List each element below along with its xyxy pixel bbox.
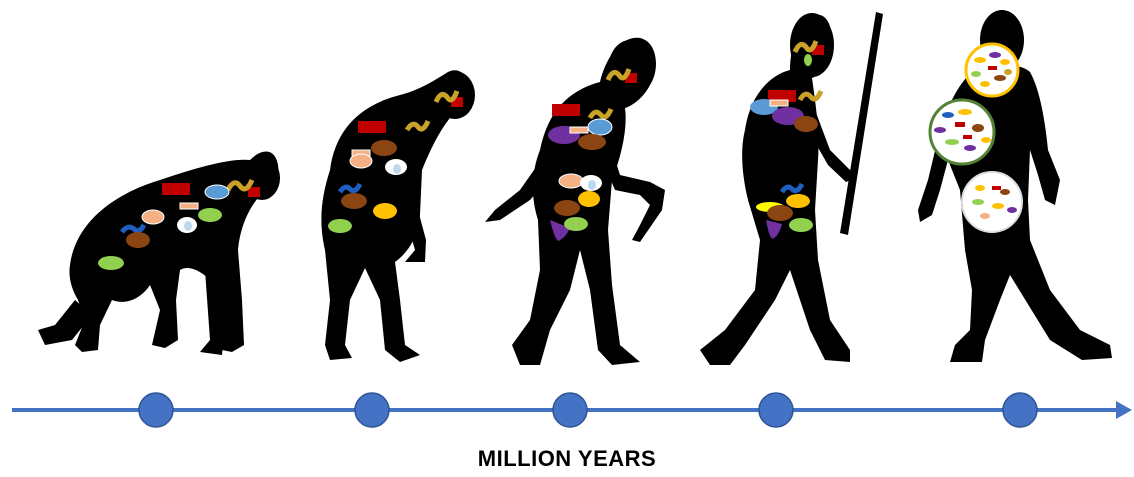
figure-early-human	[485, 38, 665, 365]
axis-arrowhead	[1116, 401, 1132, 419]
timeline-node	[553, 393, 587, 427]
axis-label: MILLION YEARS	[0, 446, 1134, 472]
microbiome-circle-skin	[930, 100, 994, 164]
timeline-axis	[12, 393, 1132, 427]
figure-ape	[38, 152, 280, 355]
timeline-node	[139, 393, 173, 427]
timeline-node	[759, 393, 793, 427]
timeline-node	[355, 393, 389, 427]
microbiome-circle-oral	[966, 44, 1018, 96]
figure-hominid	[321, 70, 475, 362]
microbiome-circle-gut	[962, 172, 1022, 232]
timeline-node	[1003, 393, 1037, 427]
